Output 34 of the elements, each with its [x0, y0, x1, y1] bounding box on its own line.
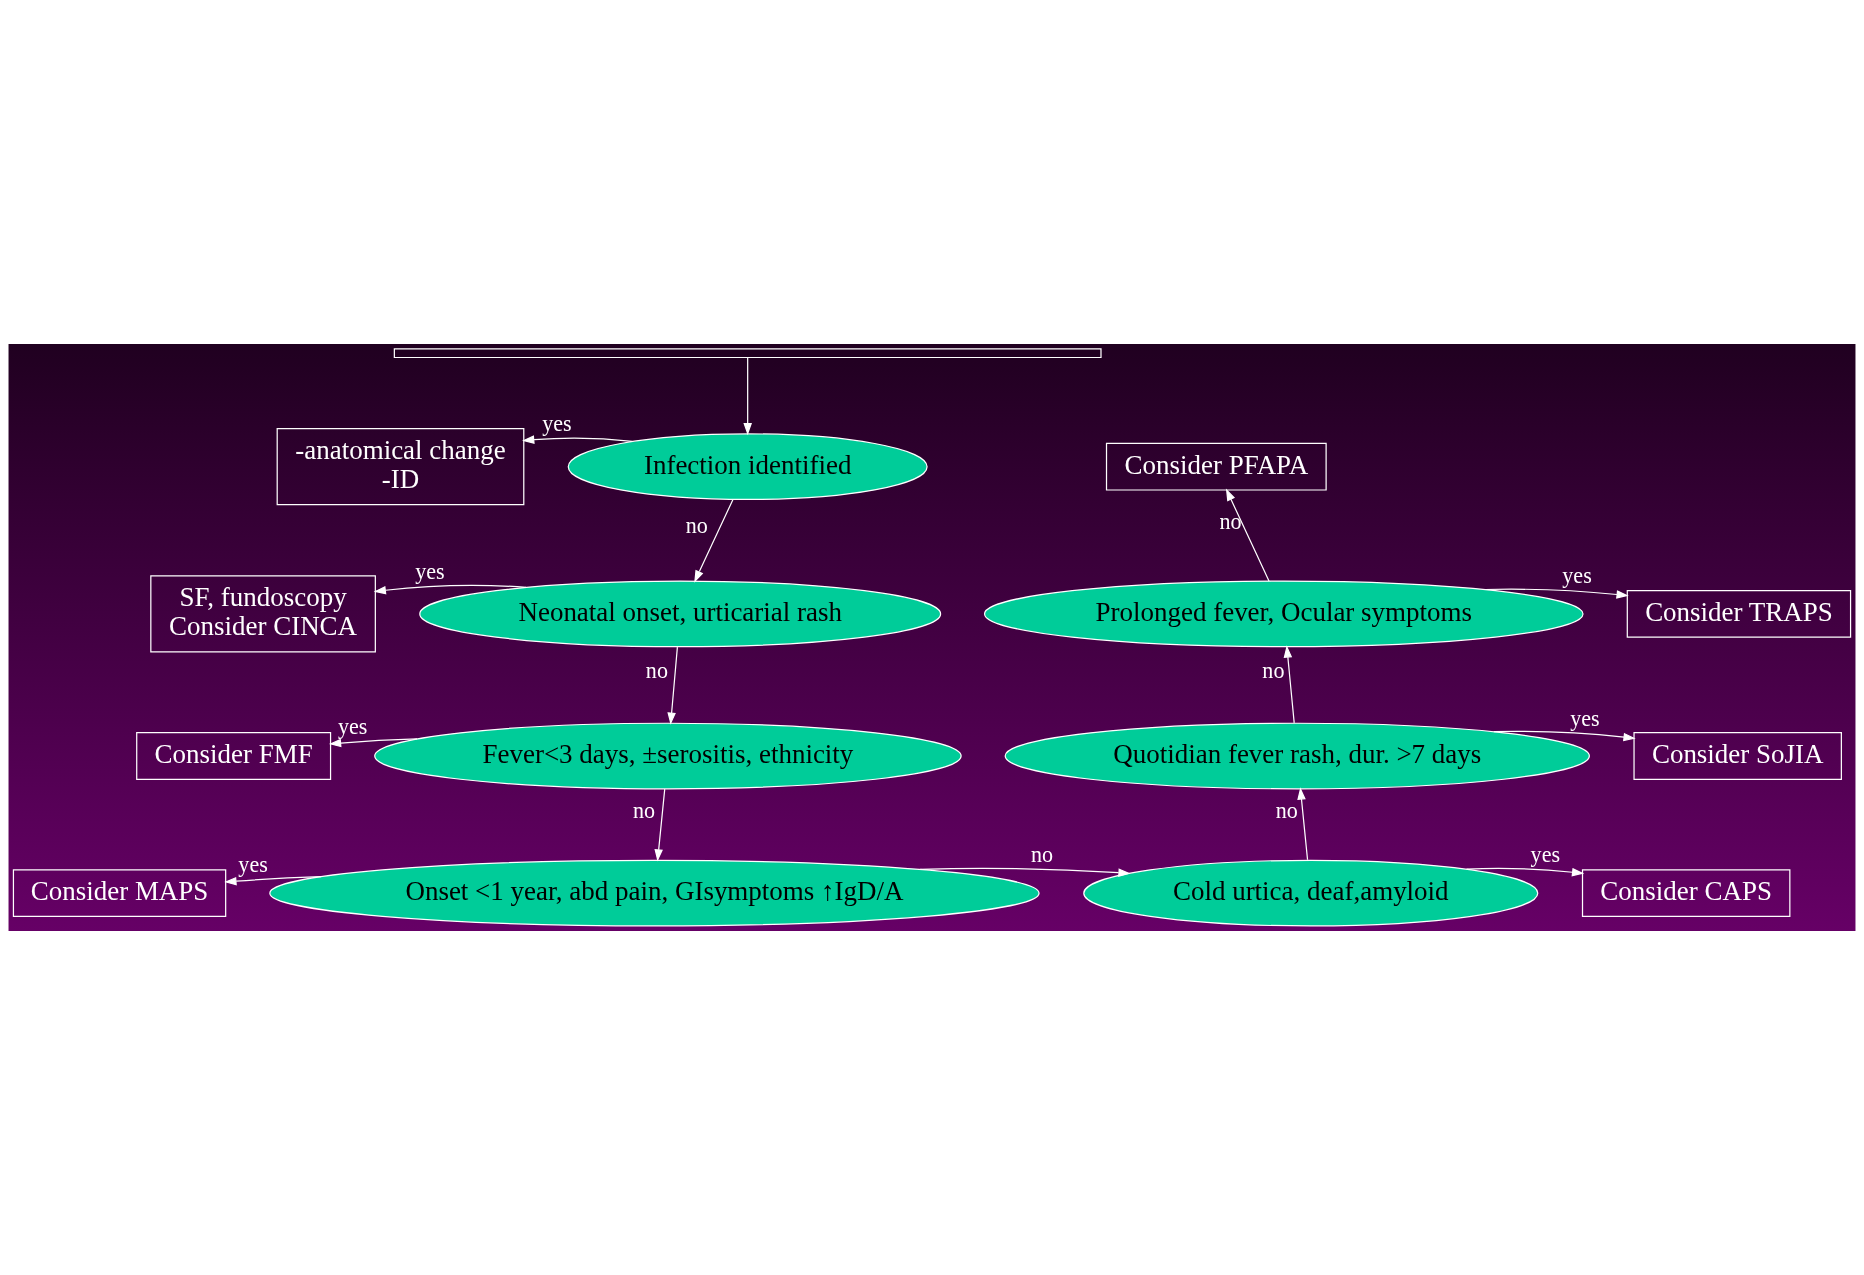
arrow	[1283, 645, 1295, 724]
edge-label: no	[1262, 658, 1285, 684]
arrow	[1493, 730, 1636, 742]
edge-label: yes	[338, 713, 368, 739]
arrow	[667, 646, 678, 725]
arrow	[328, 738, 418, 748]
arrow	[743, 357, 752, 436]
arrow	[224, 876, 322, 886]
node-box: Consider FMF	[136, 732, 332, 780]
node-box: Consider MAPS	[12, 869, 227, 918]
node-box: Consider TRAPS	[1626, 589, 1852, 638]
arrow	[1297, 787, 1309, 861]
arrow	[1225, 488, 1270, 582]
edge-label: no	[632, 797, 656, 823]
edge-label: no	[1275, 797, 1298, 823]
edge-label: no	[685, 513, 708, 539]
arrow	[694, 499, 734, 583]
arrow	[373, 584, 527, 595]
node-box: -anatomical change -ID	[276, 428, 525, 506]
arrow	[1484, 588, 1629, 599]
node-box: Consider PFAPA	[1105, 442, 1327, 491]
arrow	[1465, 867, 1585, 877]
node-ellipse: Infection identified	[567, 433, 928, 501]
edge-label: no	[645, 657, 668, 683]
edge-label: yes	[238, 851, 268, 877]
node-box: SF, fundoscopy Consider CINCA	[150, 575, 376, 653]
arrow	[919, 867, 1131, 877]
edge-label: no	[1219, 508, 1242, 534]
arrow	[522, 435, 633, 444]
node-box: Consider SoJIA	[1633, 732, 1842, 780]
arrow	[654, 788, 666, 862]
node-box	[393, 348, 1102, 359]
node-ellipse: Fever<3 days, ±serositis, ethnicity	[374, 722, 962, 790]
node-box: Consider CAPS	[1581, 869, 1791, 918]
